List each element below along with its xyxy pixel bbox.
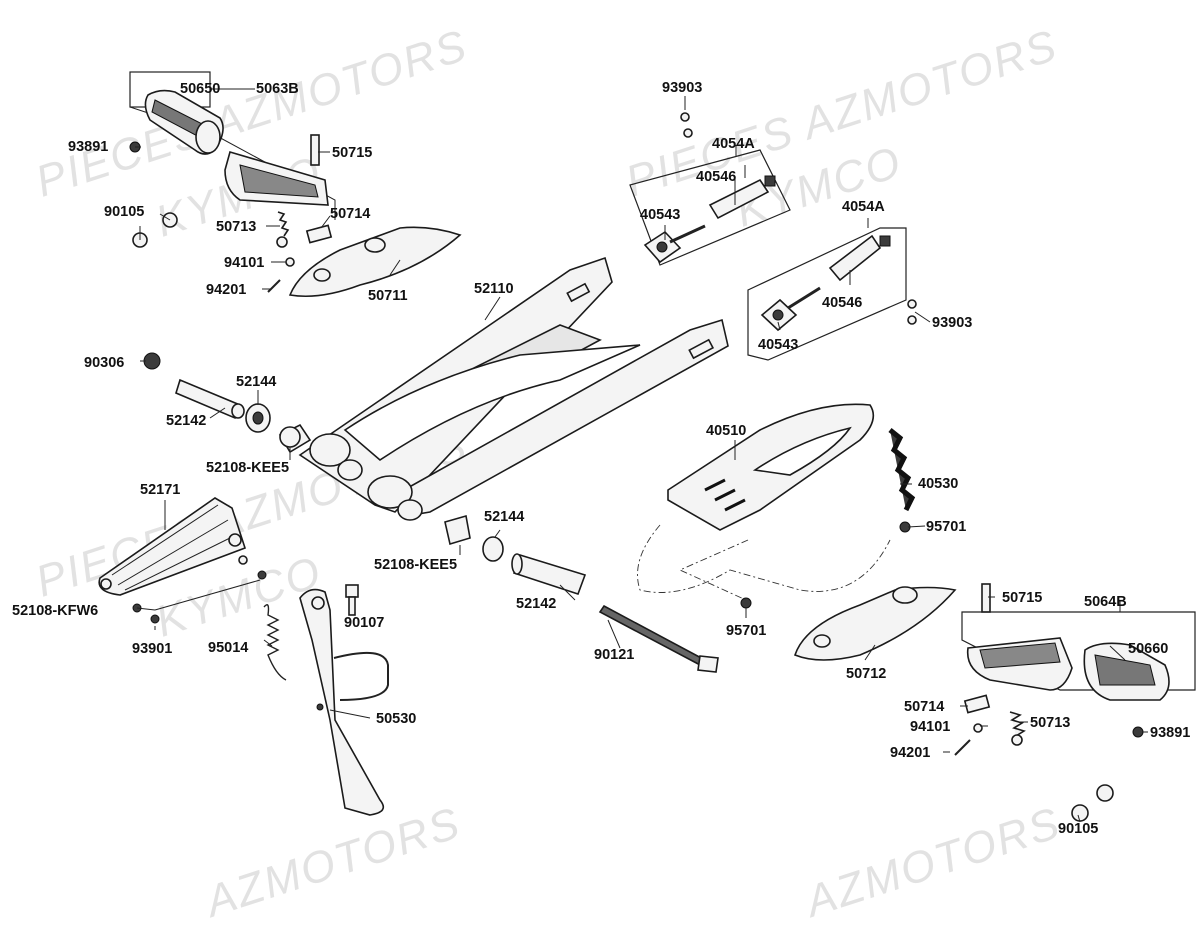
side-stand-drawing: [263, 584, 389, 816]
part-label: 93901: [132, 641, 172, 657]
part-label: 40546: [696, 169, 736, 185]
part-label: 50713: [216, 219, 256, 235]
part-label: 90105: [104, 204, 144, 220]
part-label: 93903: [932, 315, 972, 331]
part-label: 40543: [640, 207, 680, 223]
part-label: 50530: [376, 711, 416, 727]
chain-slider-drawing: [98, 497, 267, 624]
part-label: 52110: [474, 281, 514, 297]
exploded-parts-diagram: 5063B 50650 93891 50715 90105 50714 5071…: [12, 71, 1196, 837]
part-label: 52142: [516, 596, 556, 612]
part-label: 5063B: [256, 81, 299, 97]
chain-adjuster-drawing: [629, 112, 917, 361]
part-label: 40530: [918, 476, 958, 492]
part-label: 50714: [330, 206, 370, 222]
part-label: 52144: [236, 374, 276, 390]
part-label: 52144: [484, 509, 524, 525]
bushing-axle-drawing: [444, 514, 719, 673]
part-label: 93891: [68, 139, 108, 155]
chain-guide-drawing: [637, 403, 916, 609]
part-label: 52108-KFW6: [12, 603, 98, 619]
part-label: 50715: [332, 145, 372, 161]
part-label: 5064B: [1084, 594, 1127, 610]
leader-lines: [135, 88, 1148, 823]
part-label: 40510: [706, 423, 746, 439]
part-label: 94201: [206, 282, 246, 298]
part-label: 95014: [208, 640, 248, 656]
part-label: 93891: [1150, 725, 1190, 741]
part-label: 52171: [140, 482, 180, 498]
part-label: 4054A: [842, 199, 885, 215]
part-labels: 5063B 50650 93891 50715 90105 50714 5071…: [12, 80, 1190, 837]
part-label: 52142: [166, 413, 206, 429]
part-label: 40543: [758, 337, 798, 353]
part-label: 93903: [662, 80, 702, 96]
part-label: 50660: [1128, 641, 1168, 657]
part-label: 90107: [344, 615, 384, 631]
part-label: 50650: [180, 81, 220, 97]
part-label: 90306: [84, 355, 124, 371]
swingarm-drawing: [298, 256, 729, 521]
part-label: 90105: [1058, 821, 1098, 837]
part-label: 50714: [904, 699, 944, 715]
part-label: 90121: [594, 647, 634, 663]
part-label: 94201: [890, 745, 930, 761]
part-label: 94101: [910, 719, 950, 735]
part-label: 50712: [846, 666, 886, 682]
part-label: 50715: [1002, 590, 1042, 606]
part-label: 40546: [822, 295, 862, 311]
footrest-left-drawing: [129, 71, 462, 298]
part-label: 95701: [726, 623, 766, 639]
part-label: 94101: [224, 255, 264, 271]
footrest-right-drawing: [794, 583, 1196, 822]
part-label: 50711: [368, 288, 408, 304]
part-label: 4054A: [712, 136, 755, 152]
part-label: 95701: [926, 519, 966, 535]
part-label: 52108-KEE5: [374, 557, 457, 573]
part-label: 50713: [1030, 715, 1070, 731]
part-label: 52108-KEE5: [206, 460, 289, 476]
pivot-parts-drawing: [143, 352, 312, 454]
